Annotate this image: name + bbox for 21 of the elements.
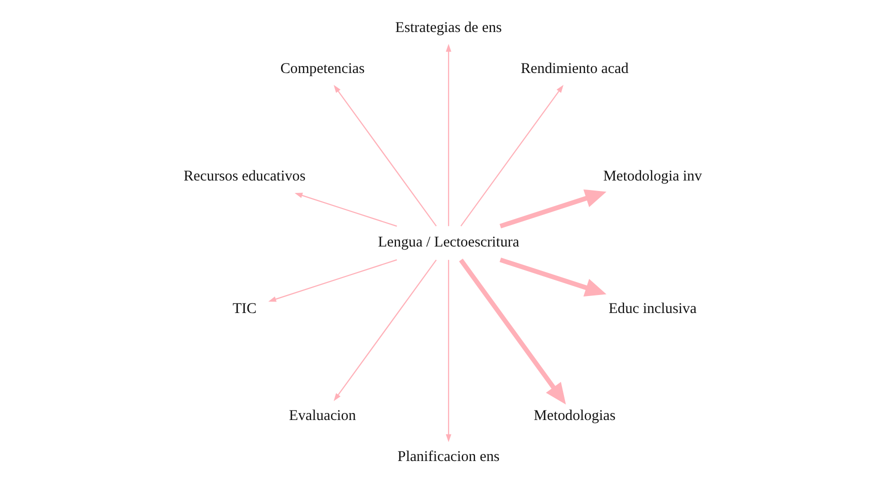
node-text: Planificacion ens <box>397 449 500 466</box>
arrow <box>458 258 566 404</box>
arrow <box>333 84 436 226</box>
node-text: Recursos educativos <box>183 168 306 184</box>
node-text: Metodologia inv <box>602 168 702 184</box>
node-text: Rendimiento acad <box>520 61 628 77</box>
arrow <box>333 260 436 402</box>
node-text: Metodologias <box>533 408 616 424</box>
arrow <box>445 260 451 442</box>
node-text: Educ inclusiva <box>608 300 696 317</box>
node-text: Lengua / Lectoescritura <box>377 234 519 251</box>
node-text: Competencias <box>280 61 364 77</box>
arrow <box>499 189 606 228</box>
arrow <box>460 84 563 226</box>
arrow <box>499 258 606 297</box>
node-text: Evaluacion <box>288 408 356 424</box>
node-text: Estrategias de ens <box>394 20 502 36</box>
arrow <box>268 259 396 302</box>
arrow <box>445 44 451 226</box>
node-text: TIC <box>232 300 256 317</box>
arrow <box>294 192 396 227</box>
